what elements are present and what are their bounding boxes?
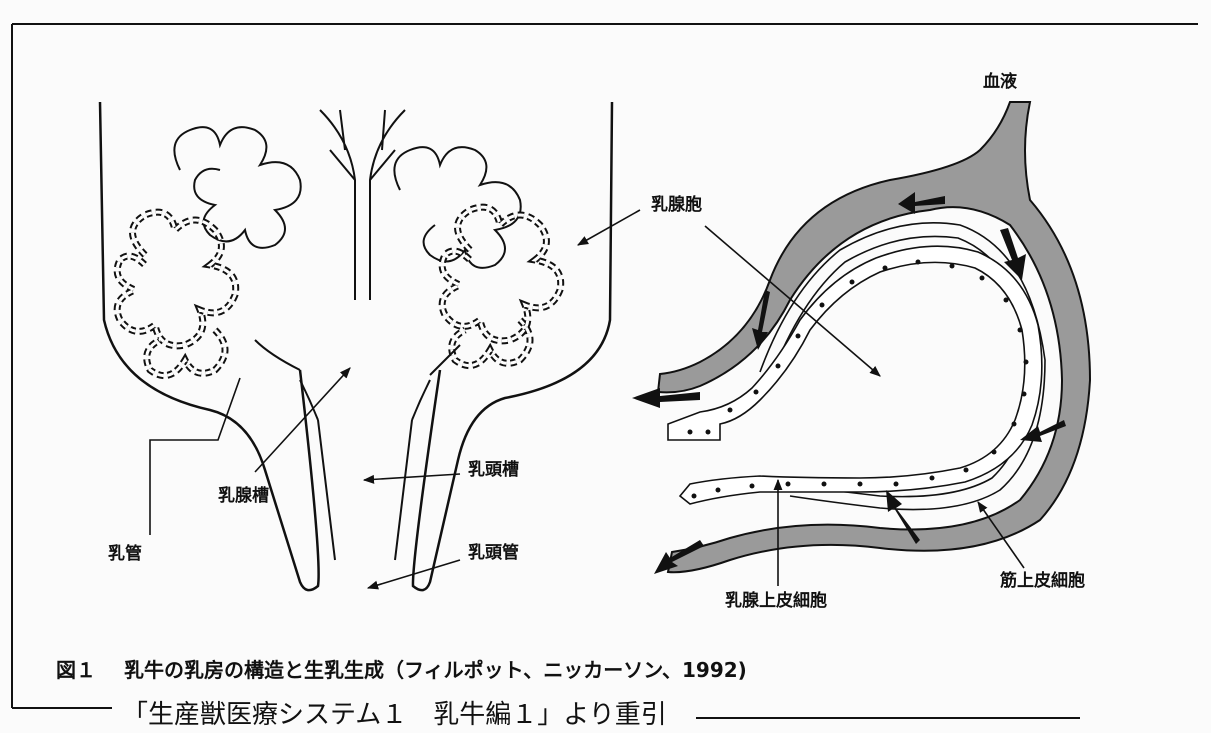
left-leader-lines (150, 210, 640, 588)
label-alveolus: 乳腺胞 (651, 197, 702, 214)
label-teat-cistern: 乳頭槽 (468, 462, 519, 479)
central-duct (320, 110, 405, 300)
label-epithelial-cell: 乳腺上皮細胞 (725, 593, 827, 610)
udder-structure (100, 102, 612, 590)
alveolus-detail (632, 102, 1090, 574)
label-milk-duct: 乳管 (108, 546, 142, 563)
leader-alveolus (578, 210, 640, 245)
duct-connector (255, 340, 460, 375)
udder-outline-right (413, 102, 612, 590)
label-blood: 血液 (983, 74, 1017, 91)
leader-teat-cistern (364, 474, 460, 480)
teat-wall (300, 380, 430, 560)
figure-caption-text: 乳牛の乳房の構造と生乳生成（フィルポット、ニッカーソン、1992) (124, 658, 747, 682)
figure-caption: 図１ 乳牛の乳房の構造と生乳生成（フィルポット、ニッカーソン、1992) (56, 660, 747, 680)
lobule-outline-left (174, 127, 300, 248)
label-myoepithelial-cell: 筋上皮細胞 (1000, 573, 1085, 590)
label-gland-cistern: 乳腺槽 (218, 488, 269, 505)
leader-milk-duct (150, 378, 240, 535)
label-teat-canal: 乳頭管 (468, 545, 519, 562)
figure-number: 図１ (56, 658, 96, 682)
source-note: 「生産獣医療システム１ 乳牛編１」より重引 (122, 702, 667, 728)
udder-outline (100, 102, 319, 590)
epithelial-cells (668, 246, 1042, 504)
